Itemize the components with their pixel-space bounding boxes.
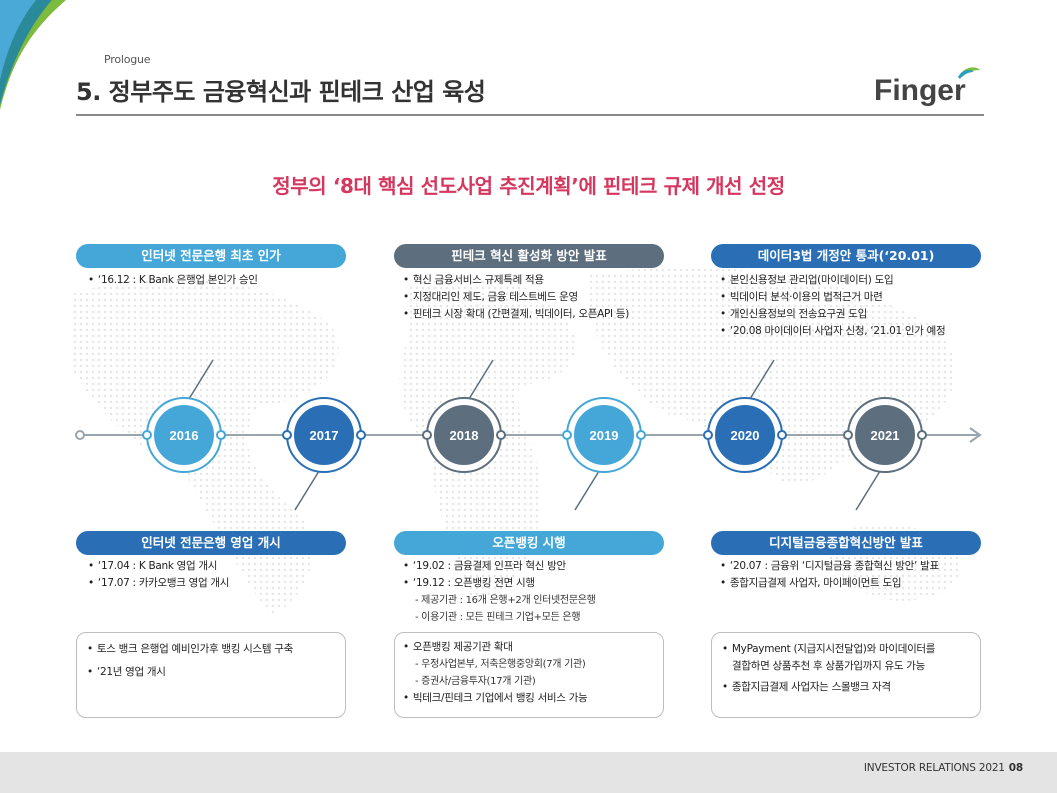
list-subitem: - 우정사업본부, 저축은행중앙회(7개 기관): [415, 659, 586, 670]
year-label-2016: 2016: [170, 428, 199, 443]
list-item: ‘17.07 : 카카오뱅크 영업 개시: [88, 575, 230, 592]
footer-band: [0, 752, 1057, 793]
year-node-2021: 2021: [843, 397, 927, 473]
year-label-2020: 2020: [731, 428, 760, 443]
section-label: Prologue: [104, 53, 151, 66]
corner-leaf-decoration: [0, 0, 66, 110]
year-node-2018: 2018: [422, 397, 506, 473]
year-node-2019: 2019: [562, 397, 646, 473]
year-label-2017: 2017: [310, 428, 339, 443]
list-item: 종합지급결제 사업자, 마이페이먼트 도입: [720, 575, 939, 592]
list-item: 오픈뱅킹 제공기관 확대: [403, 639, 587, 656]
list-item: 종합지급결제 사업자는 스몰뱅크 자격: [722, 679, 935, 696]
list-item: ‘17.04 : K Bank 영업 개시: [88, 558, 229, 575]
list-item: 핀테크 시장 확대 (간편결제, 빅데이터, 오픈API 등): [403, 306, 629, 323]
title-divider: [76, 114, 984, 116]
list-item-continued: 결합하면 상품추천 후 상품가입까지 유도 가능: [732, 660, 926, 672]
year-label-2018: 2018: [450, 428, 479, 443]
list-item: 빅데이터 분석·이용의 법적근거 마련: [720, 289, 945, 306]
page-title: 5. 정부주도 금융혁신과 핀테크 산업 육성: [76, 78, 486, 106]
event-list-2019: ‘19.02 : 금융결제 인프라 혁신 방안 ‘19.12 : 오픈뱅킹 전면…: [403, 558, 596, 626]
list-item: ‘20.07 : 금융위 ‘디지털금융 종합혁신 방안’ 발표: [720, 558, 939, 575]
list-item: 빅테크/핀테크 기업에서 뱅킹 서비스 가능: [403, 690, 588, 707]
list-subitem: - 이용기관 : 모든 핀테크 기업+모든 은행: [415, 612, 581, 623]
event-title-2020: 데이터3법 개정안 통과(‘20.01): [711, 244, 981, 268]
timeline-arrow-head: [969, 427, 982, 443]
timeline-start-dot: [75, 430, 85, 440]
footer-label: INVESTOR RELATIONS 2021: [863, 762, 1005, 774]
event-title-2020-digital: 디지털금융종합혁신방안 발표: [711, 531, 981, 555]
event-title-2019: 오픈뱅킹 시행: [394, 531, 664, 555]
event-list-2016: ‘16.12 : K Bank 은행업 본인가 승인: [88, 272, 258, 289]
event-title-2018: 핀테크 혁신 활성화 방안 발표: [394, 244, 664, 268]
year-label-2021: 2021: [871, 428, 900, 443]
list-item: ‘20.08 마이데이터 사업자 신청, ‘21.01 인가 예정: [720, 323, 946, 340]
list-item: 혁신 금융서비스 규제특례 적용: [403, 272, 629, 289]
list-item: 지정대리인 제도, 금융 테스트베드 운영: [403, 289, 629, 306]
event-list-2018: 혁신 금융서비스 규제특례 적용 지정대리인 제도, 금융 테스트베드 운영 핀…: [403, 272, 629, 323]
event-list-2017: ‘17.04 : K Bank 영업 개시 ‘17.07 : 카카오뱅크 영업 …: [88, 558, 230, 592]
event-list-2020: 본인신용정보 관리업(마이데이터) 도입 빅데이터 분석·이용의 법적근거 마련…: [720, 272, 946, 340]
note-box-2020: MyPayment (지급지시전달업)와 마이데이터를 결합하면 상품추천 후 …: [711, 632, 981, 718]
list-item: ‘16.12 : K Bank 은행업 본인가 승인: [88, 272, 258, 289]
event-title-2017: 인터넷 전문은행 영업 개시: [76, 531, 346, 555]
page-number: 08: [1008, 762, 1023, 774]
event-title-2016: 인터넷 전문은행 최초 인가: [76, 244, 346, 268]
year-node-2017: 2017: [282, 397, 366, 473]
list-item: 개인신용정보의 전송요구권 도입: [720, 306, 945, 323]
headline: 정부의 ‘8대 핵심 선도사업 추진계획’에 핀테크 규제 개선 선정: [272, 174, 785, 198]
note-box-2017: 토스 뱅크 은행업 예비인가후 뱅킹 시스템 구축 ‘21년 영업 개시: [76, 632, 346, 718]
event-list-2020-digital: ‘20.07 : 금융위 ‘디지털금융 종합혁신 방안’ 발표 종합지급결제 사…: [720, 558, 939, 592]
list-item: 본인신용정보 관리업(마이데이터) 도입: [720, 272, 945, 289]
list-item: 토스 뱅크 은행업 예비인가후 뱅킹 시스템 구축: [87, 641, 293, 658]
note-box-2019: 오픈뱅킹 제공기관 확대 - 우정사업본부, 저축은행중앙회(7개 기관) - …: [394, 632, 664, 718]
finger-logo: Finger: [874, 67, 980, 107]
list-item: ‘19.02 : 금융결제 인프라 혁신 방안: [403, 558, 596, 575]
year-node-2020: 2020: [703, 397, 787, 473]
list-item: ‘19.12 : 오픈뱅킹 전면 시행: [403, 575, 596, 592]
logo-text: Finger: [874, 74, 966, 107]
list-subitem: - 제공기관 : 16개 은행+2개 인터넷전문은행: [415, 595, 596, 606]
year-node-2016: 2016: [142, 397, 226, 473]
year-label-2019: 2019: [590, 428, 619, 443]
list-item: MyPayment (지급지시전달업)와 마이데이터를: [722, 641, 936, 658]
list-subitem: - 증권사/금융투자(17개 기관): [415, 676, 536, 687]
list-item: ‘21년 영업 개시: [87, 664, 293, 681]
